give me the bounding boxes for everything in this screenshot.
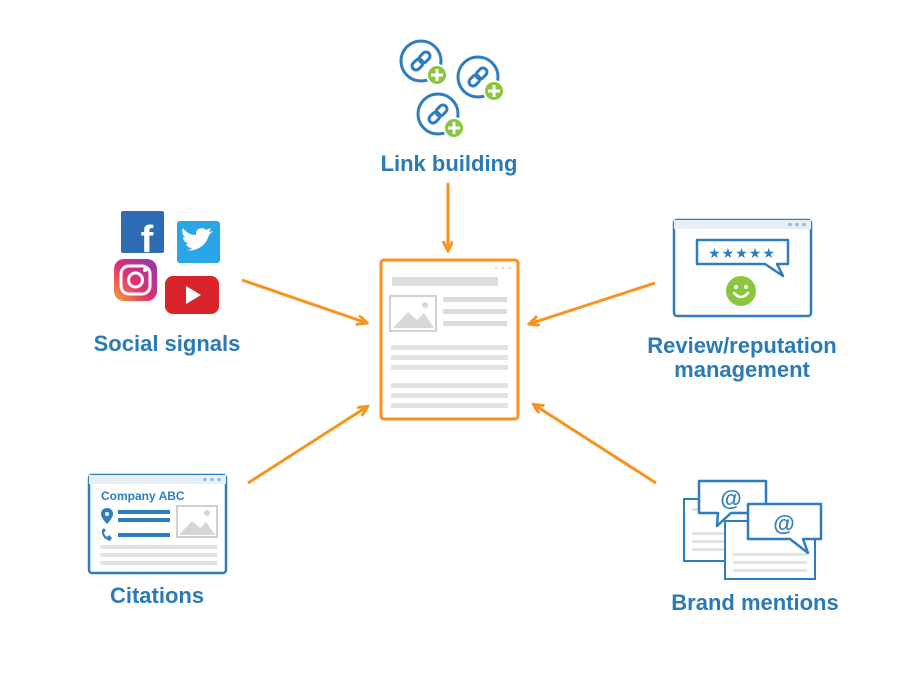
location-pin-icon	[101, 508, 113, 524]
label-social-signals: Social signals	[93, 331, 241, 356]
svg-text:f: f	[141, 219, 154, 261]
at-symbol-1: @	[720, 486, 741, 511]
review-stars: ★★★★★	[708, 245, 776, 261]
instagram-icon	[114, 259, 157, 301]
arrow-social-signals	[241, 278, 364, 322]
chain-link-plus-icon	[399, 39, 505, 139]
review-stars-icon: ★★★★★	[672, 218, 813, 318]
label-link-building: Link building	[380, 151, 518, 176]
arrow-citations	[247, 408, 365, 485]
company-name: Company ABC	[101, 489, 185, 503]
facebook-icon: f	[121, 211, 164, 261]
label-review-line1: Review/reputation	[647, 333, 837, 358]
label-review-line2: management	[674, 357, 810, 382]
center-page-icon	[379, 258, 520, 421]
arrow-brand-mentions	[536, 406, 657, 485]
label-citations: Citations	[109, 583, 205, 608]
business-listing-icon: Company ABC	[87, 473, 228, 575]
youtube-icon	[165, 276, 219, 314]
at-mention-icon: @ @	[683, 479, 823, 580]
twitter-icon	[177, 221, 220, 263]
at-symbol-2: @	[773, 511, 794, 536]
label-review-reputation: Review/reputation management	[622, 334, 862, 382]
phone-icon	[101, 528, 112, 541]
label-brand-mentions: Brand mentions	[671, 590, 839, 615]
arrow-review	[532, 281, 656, 323]
